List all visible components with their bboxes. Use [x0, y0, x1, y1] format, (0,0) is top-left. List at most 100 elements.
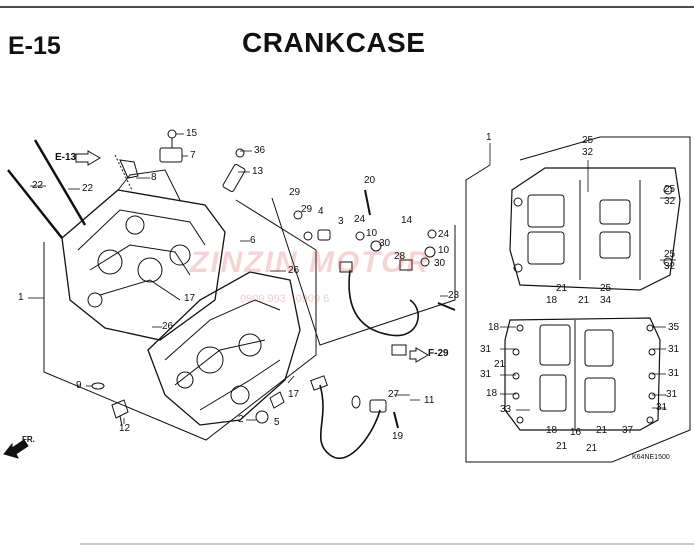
upper-crankcase-detail [77, 169, 206, 301]
callout-29-b: 29 [301, 204, 313, 215]
lower-bore-4 [176, 371, 194, 389]
callout-10-b: 10 [438, 245, 450, 256]
callout-31-b: 31 [668, 344, 680, 355]
part-30-plug [399, 259, 413, 271]
upper-bore-2 [137, 257, 163, 283]
leader-lines [28, 133, 676, 424]
right-frame-outline [465, 136, 691, 463]
drawing-number: K64NE1500 [632, 454, 670, 461]
f29-arrow [409, 347, 429, 363]
callout-26-a: 26 [288, 265, 300, 276]
callout-1-main: 1 [18, 292, 24, 303]
callout-1-right: 1 [486, 132, 492, 143]
callout-21-c: 21 [494, 359, 506, 370]
upper-bore-3 [169, 244, 191, 266]
part-7-bracket [159, 147, 183, 163]
section-code: E-15 [8, 32, 61, 60]
callout-20: 20 [364, 175, 376, 186]
callout-31-f: 31 [656, 402, 668, 413]
callout-9: 9 [76, 380, 82, 391]
front-label: FR. [22, 435, 35, 444]
callout-6: 6 [250, 235, 256, 246]
lower-bore-2 [238, 333, 262, 357]
callout-29-a: 29 [289, 187, 301, 198]
callout-25-b: 25 [664, 184, 676, 195]
callout-25-a: 25 [582, 135, 594, 146]
callout-21-e: 21 [556, 441, 568, 452]
lower-crankcase-body [147, 271, 301, 426]
main-frame-outline [43, 199, 317, 441]
callout-8: 8 [151, 172, 157, 183]
e13-arrow [75, 150, 101, 166]
part-14-harness [348, 269, 419, 337]
part-36-oring [235, 148, 245, 158]
callout-17-a: 17 [184, 293, 196, 304]
callout-31-c: 31 [480, 369, 492, 380]
callout-31-d: 31 [668, 368, 680, 379]
callout-11: 11 [424, 395, 435, 406]
watermark-phone: 0909 993 · 0909 6 [240, 293, 330, 305]
callout-22-a: 22 [32, 180, 44, 191]
callout-30-a: 30 [379, 238, 391, 249]
callout-30-b: 30 [434, 258, 446, 269]
callout-10-a: 10 [366, 228, 378, 239]
callout-17-b: 17 [288, 389, 300, 400]
callout-37: 37 [622, 425, 634, 436]
callout-28: 28 [394, 251, 406, 262]
part-15-bolt [167, 129, 177, 139]
right-lower-view [504, 317, 661, 431]
callout-5: 5 [274, 417, 280, 428]
callout-3: 3 [338, 216, 344, 227]
part-5-bolt [269, 391, 285, 409]
sensor-frame-outline [271, 197, 456, 346]
callout-4: 4 [318, 206, 324, 217]
callout-35: 35 [668, 322, 680, 333]
part-27-sensor [369, 399, 387, 413]
callout-24-b: 24 [438, 229, 450, 240]
upper-bore-4 [125, 215, 145, 235]
callout-25-d: 25 [600, 283, 612, 294]
callout-36: 36 [254, 145, 266, 156]
callout-26-b: 26 [162, 321, 174, 332]
lower-bore-3 [230, 385, 250, 405]
front-arrow [3, 439, 29, 459]
callout-32-c: 32 [664, 261, 676, 272]
callout-27: 27 [388, 389, 400, 400]
callout-7: 7 [190, 150, 196, 161]
part-2-plug [255, 410, 269, 424]
callout-32-a: 32 [582, 147, 594, 158]
callout-18-c: 18 [486, 388, 498, 399]
callout-21-a: 21 [556, 283, 568, 294]
callout-33: 33 [500, 404, 512, 415]
callout-12: 12 [119, 423, 131, 434]
part-13-sensor [222, 163, 246, 193]
watermark-brand: ZINZIN MOTOR [190, 246, 431, 279]
part-8-clamp [119, 159, 139, 179]
upper-crankcase-body [61, 189, 226, 341]
part-12-switch [111, 399, 129, 419]
callout-16: 16 [570, 427, 582, 438]
callout-24-a: 24 [354, 214, 366, 225]
callout-19: 19 [392, 431, 404, 442]
callout-18-a: 18 [546, 295, 558, 306]
ref-e13-label[interactable]: E-13 [55, 152, 77, 163]
callout-31-a: 31 [480, 344, 492, 355]
callout-23: 23 [448, 290, 460, 301]
callout-21-f: 21 [586, 443, 598, 454]
page-title: CRANKCASE [242, 27, 426, 58]
lower-bore-1 [196, 346, 224, 374]
callout-21-b: 21 [578, 295, 590, 306]
callout-22-b: 22 [82, 183, 94, 194]
callout-34: 34 [600, 295, 612, 306]
part-11-harness [319, 384, 381, 459]
part-4-cap [317, 229, 331, 241]
upper-bore-1 [97, 249, 123, 275]
ref-f29-label[interactable]: F-29 [428, 348, 449, 359]
callout-14: 14 [401, 215, 413, 226]
right-upper-view [509, 167, 681, 291]
callout-2: 2 [238, 414, 244, 425]
callout-18-b: 18 [488, 322, 500, 333]
callout-31-e: 31 [666, 389, 678, 400]
